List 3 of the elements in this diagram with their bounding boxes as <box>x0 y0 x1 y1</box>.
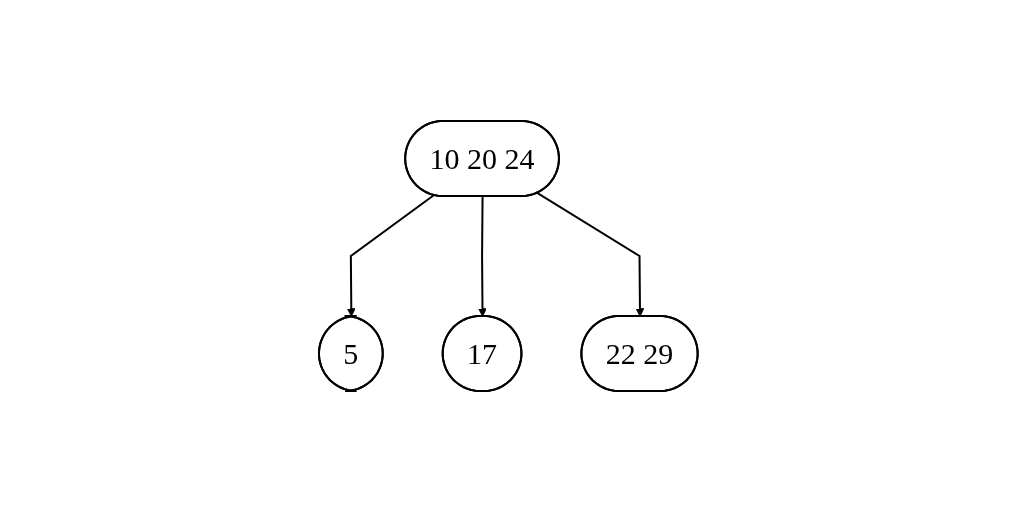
arrow <box>477 195 487 317</box>
arrow <box>536 192 645 317</box>
arrow <box>346 194 435 317</box>
